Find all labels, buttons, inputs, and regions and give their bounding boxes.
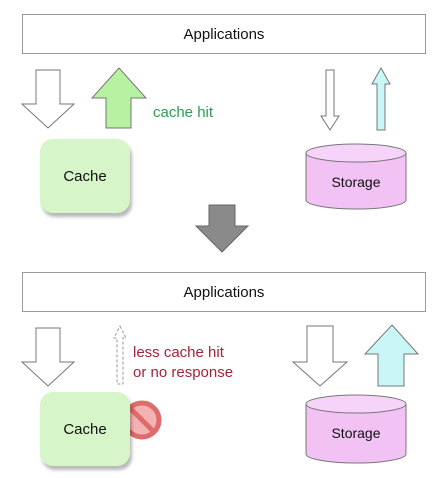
applications-label-bottom: Applications: [183, 283, 265, 301]
transition-down-arrow[interactable]: [194, 204, 250, 253]
storage-label-bottom: Storage: [331, 425, 381, 441]
request-down-arrow-bottom: [20, 327, 76, 387]
cache-label-top: Cache: [63, 167, 107, 185]
cache-box-top: Cache: [40, 139, 130, 213]
applications-box-bottom: Applications: [22, 272, 426, 312]
cache-hit-dashed-arrow: [113, 324, 127, 385]
storage-cylinder-top: [305, 143, 407, 210]
cache-box-bottom: Cache: [40, 392, 130, 466]
annotation-line-2: or no response: [133, 364, 234, 381]
less-cache-hit-annotation: less cache hit or no response: [133, 343, 233, 383]
cache-hit-annotation: cache hit: [153, 104, 214, 121]
applications-box-top: Applications: [22, 14, 426, 54]
no-entry-icon: [122, 400, 162, 440]
storage-label-top: Storage: [331, 174, 381, 190]
annotation-line-1: less cache hit: [133, 344, 224, 361]
request-down-arrow-top: [20, 69, 76, 129]
cache-label-bottom: Cache: [63, 420, 107, 438]
storage-cylinder-bottom: [305, 394, 407, 464]
storage-up-arrow-bottom: [363, 324, 420, 387]
cache-hit-up-arrow: [90, 67, 148, 129]
storage-up-arrow-top: [371, 66, 391, 131]
storage-down-arrow-top: [320, 69, 340, 131]
storage-down-arrow-bottom: [291, 325, 349, 387]
applications-label-top: Applications: [183, 25, 265, 43]
